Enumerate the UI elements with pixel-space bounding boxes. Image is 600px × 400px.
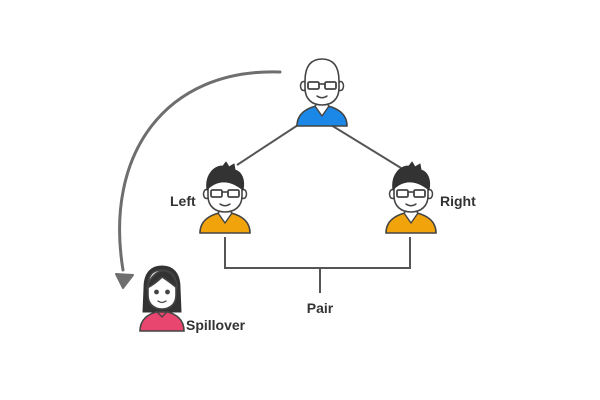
man-with-glasses-avatar-icon: [385, 161, 437, 234]
spillover-label: Spillover: [186, 317, 246, 333]
arrowhead-icon: [115, 273, 134, 289]
man-with-glasses-avatar-icon: [199, 161, 251, 234]
connector-line-left: [236, 124, 299, 166]
connector-line-right: [330, 124, 402, 169]
woman-avatar-icon: [139, 265, 185, 332]
pair-bracket: [224, 237, 411, 293]
left-label: Left: [170, 193, 196, 209]
pair-label: Pair: [307, 300, 334, 316]
bald-man-with-glasses-avatar-icon: [296, 58, 348, 127]
right-label: Right: [440, 193, 476, 209]
curved-arrow-icon: [118, 70, 282, 272]
